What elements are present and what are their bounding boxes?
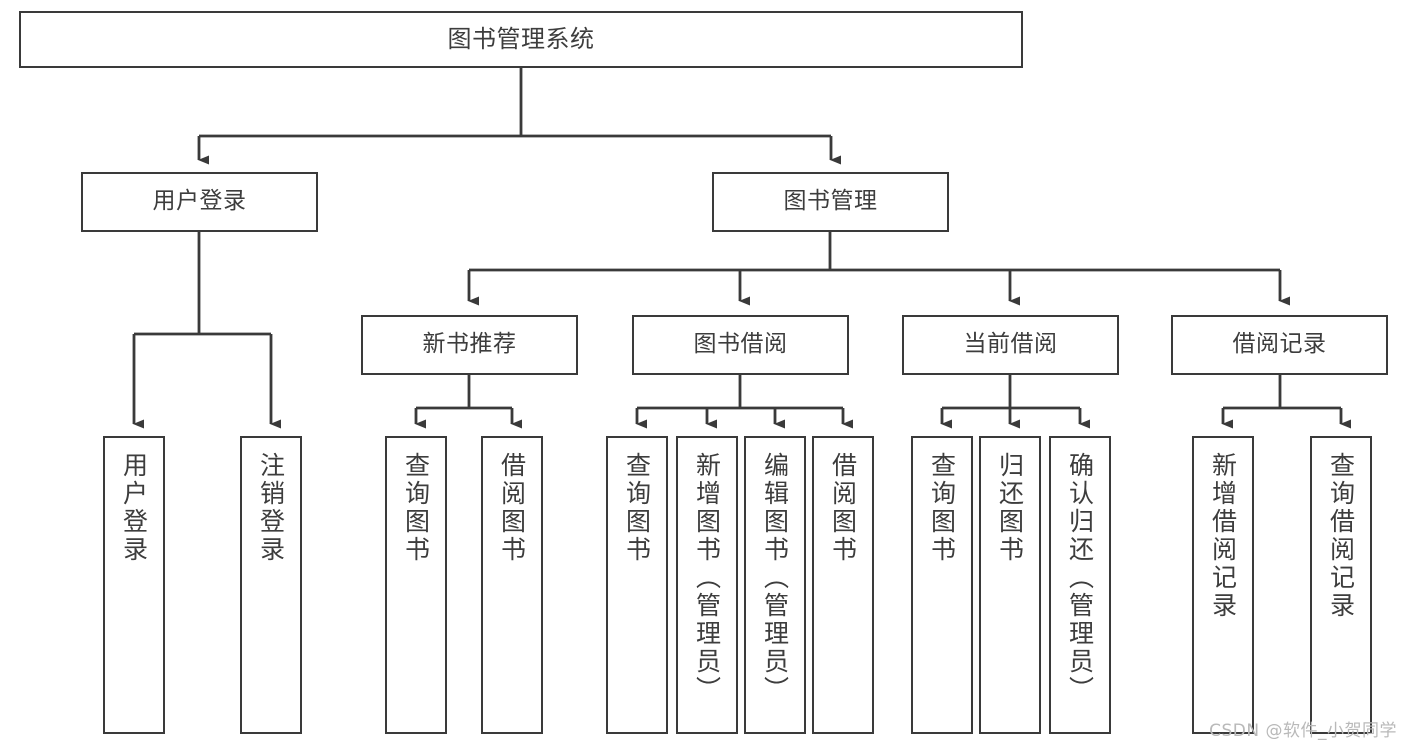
node-user-login[interactable]: 用户登录 — [81, 172, 318, 232]
node-label: 新书推荐 — [422, 331, 517, 358]
leaf-new-book-borrow-book[interactable]: 借阅图书 — [481, 436, 543, 734]
node-root-book-management-system[interactable]: 图书管理系统 — [19, 11, 1023, 68]
leaf-book-borrow-query-book[interactable]: 查询图书 — [606, 436, 668, 734]
node-current-borrow[interactable]: 当前借阅 — [902, 315, 1119, 375]
node-label: 图书管理系统 — [447, 25, 595, 54]
leaf-book-borrow-borrow-book[interactable]: 借阅图书 — [812, 436, 874, 734]
node-label: 编辑图书（管理员） — [760, 452, 790, 704]
watermark-text: CSDN @软件_小贺同学 — [1209, 721, 1397, 741]
leaf-current-borrow-query-book[interactable]: 查询图书 — [911, 436, 973, 734]
node-label: 用户登录 — [119, 452, 149, 564]
leaf-user-login-logout[interactable]: 注销登录 — [240, 436, 302, 734]
leaf-current-borrow-confirm-return-admin[interactable]: 确认归还（管理员） — [1049, 436, 1111, 734]
node-label: 当前借阅 — [963, 331, 1058, 358]
node-label: 借阅记录 — [1232, 331, 1327, 358]
node-label: 图书借阅 — [693, 331, 788, 358]
leaf-book-borrow-edit-book-admin[interactable]: 编辑图书（管理员） — [744, 436, 806, 734]
node-label: 用户登录 — [152, 188, 247, 215]
node-label: 图书管理 — [783, 188, 878, 215]
node-label: 查询图书 — [401, 452, 431, 564]
node-label: 新增借阅记录 — [1208, 452, 1238, 620]
node-book-borrow[interactable]: 图书借阅 — [632, 315, 849, 375]
leaf-book-borrow-add-book-admin[interactable]: 新增图书（管理员） — [676, 436, 738, 734]
node-new-book-recommend[interactable]: 新书推荐 — [361, 315, 578, 375]
node-label: 借阅图书 — [828, 452, 858, 564]
node-label: 确认归还（管理员） — [1065, 452, 1095, 704]
node-label: 注销登录 — [256, 452, 286, 564]
leaf-user-login-login[interactable]: 用户登录 — [103, 436, 165, 734]
node-label: 归还图书 — [995, 452, 1025, 564]
node-label: 查询图书 — [927, 452, 957, 564]
node-label: 查询借阅记录 — [1326, 452, 1356, 620]
leaf-current-borrow-return-book[interactable]: 归还图书 — [979, 436, 1041, 734]
node-book-management[interactable]: 图书管理 — [712, 172, 949, 232]
node-borrow-record[interactable]: 借阅记录 — [1171, 315, 1388, 375]
leaf-borrow-record-add-record[interactable]: 新增借阅记录 — [1192, 436, 1254, 734]
leaf-new-book-query-book[interactable]: 查询图书 — [385, 436, 447, 734]
node-label: 借阅图书 — [497, 452, 527, 564]
node-label: 查询图书 — [622, 452, 652, 564]
leaf-borrow-record-query-record[interactable]: 查询借阅记录 — [1310, 436, 1372, 734]
node-label: 新增图书（管理员） — [692, 452, 722, 704]
